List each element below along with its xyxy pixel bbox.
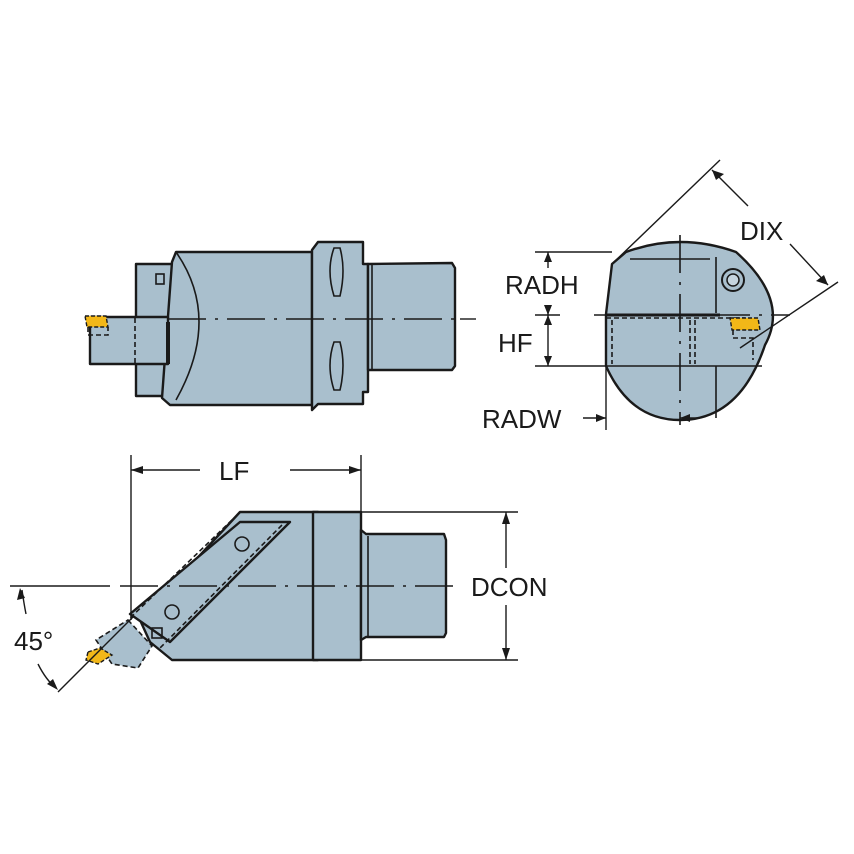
dimension-labels: DIX RADH HF RADW LF DCON 45° — [14, 216, 783, 656]
flange-groove-bottom — [329, 341, 344, 391]
label-angle: 45° — [14, 626, 53, 656]
curved-face — [175, 251, 200, 401]
label-radh: RADH — [505, 270, 579, 300]
label-radw: RADW — [482, 404, 562, 434]
label-dix: DIX — [740, 216, 783, 246]
label-hf: HF — [498, 328, 533, 358]
label-dcon: DCON — [471, 572, 548, 602]
top-view-insert — [85, 647, 114, 665]
cutting-insert — [84, 315, 109, 328]
top-coupling — [359, 528, 448, 642]
label-lf: LF — [219, 456, 249, 486]
coupling-shank — [366, 261, 457, 372]
top-view — [10, 510, 460, 669]
dimension-lines — [17, 159, 839, 693]
end-view-insert — [729, 317, 761, 331]
clamp-slot — [155, 273, 165, 285]
end-view — [594, 235, 790, 425]
flange — [310, 240, 370, 412]
side-view — [84, 240, 476, 412]
flange-groove-top — [329, 247, 344, 297]
